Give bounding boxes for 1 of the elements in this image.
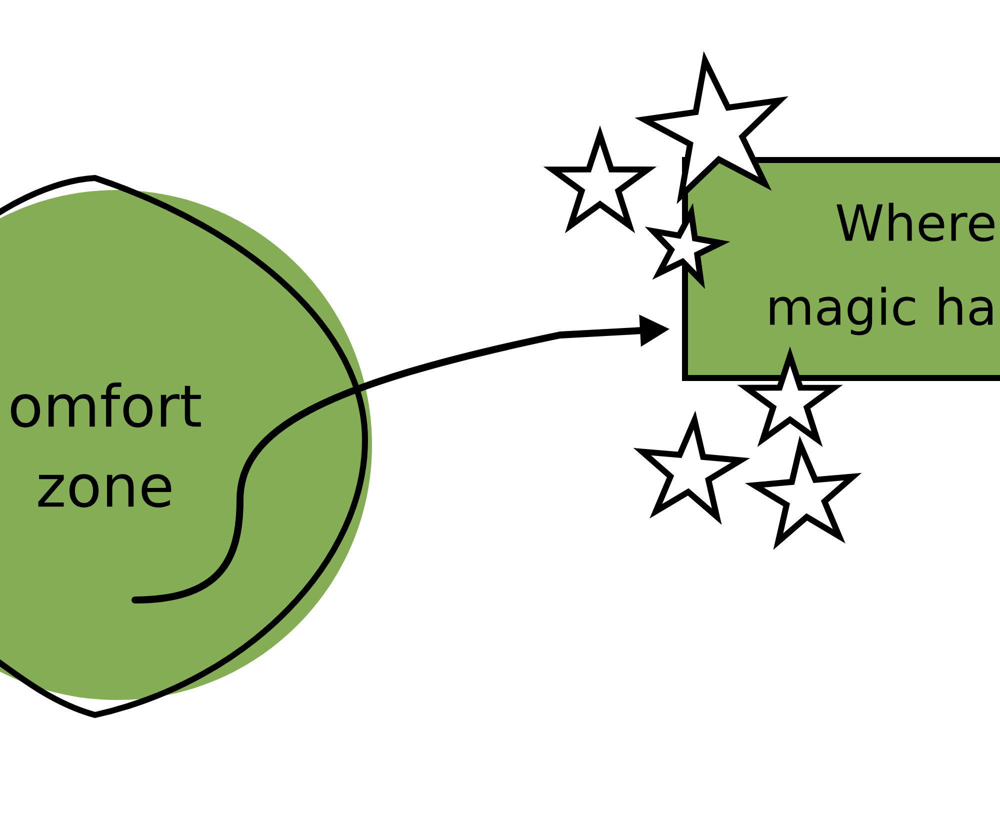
sign-box: Where magic ha (682, 157, 1000, 381)
